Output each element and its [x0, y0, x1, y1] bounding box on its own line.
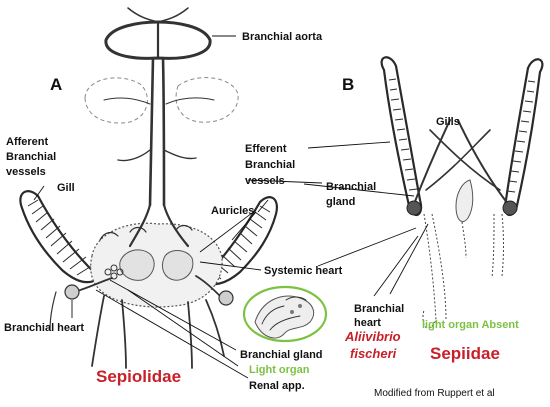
viscera-mass	[73, 203, 223, 308]
left-gill-b	[380, 56, 423, 217]
label-auricles: Auricles	[211, 205, 254, 217]
dashed-organ-outlines	[84, 77, 239, 124]
branchial-aorta-vessel	[104, 7, 212, 60]
label-efferent-line-2: Branchial	[245, 159, 295, 171]
text-labels: Branchial aorta A B Afferent Branchial v…	[4, 31, 519, 399]
panel-a-illustration	[19, 7, 278, 369]
label-branchial-heart-b-line-2: heart	[354, 317, 381, 329]
label-branchial-heart-b-line-1: Branchial	[354, 303, 404, 315]
label-branchial-aorta: Branchial aorta	[242, 31, 323, 43]
label-source-note: Modified from Ruppert et al	[374, 388, 495, 399]
label-branchial-heart-a: Branchial heart	[4, 322, 84, 334]
label-branchial-gland-a: Branchial gland	[240, 349, 323, 361]
label-panel-b: B	[342, 75, 354, 94]
branchial-hearts-a	[64, 284, 234, 306]
right-gill-b	[503, 58, 544, 217]
beaded-vessels-b	[422, 213, 504, 329]
label-afferent-line-1: Afferent	[6, 136, 49, 148]
label-renal-app: Renal app.	[249, 380, 305, 392]
label-gill-a: Gill	[57, 182, 75, 194]
left-gill	[19, 190, 102, 284]
panel-b-illustration	[380, 56, 544, 329]
label-panel-a: A	[50, 75, 62, 94]
label-branchial-gland-b-line-2: gland	[326, 196, 355, 208]
label-family-sepiidae: Sepiidae	[430, 344, 500, 363]
label-family-sepiolidae: Sepiolidae	[96, 367, 181, 386]
gill-vessels-b	[406, 119, 518, 222]
leader-lines	[33, 35, 429, 379]
label-light-organ-absent: light organ Absent	[422, 319, 519, 331]
label-bacterium-genus: Aliivibrio	[344, 329, 401, 344]
aorta-trunk	[117, 56, 197, 207]
label-systemic-heart: Systemic heart	[264, 265, 343, 277]
label-light-organ: Light organ	[249, 364, 310, 376]
light-organ-inset	[242, 285, 328, 343]
label-afferent-line-2: Branchial	[6, 151, 56, 163]
label-afferent-line-3: vessels	[6, 166, 46, 178]
label-efferent-line-1: Efferent	[245, 143, 287, 155]
label-gills-b: Gills	[436, 116, 460, 128]
label-branchial-gland-b-line-1: Branchial	[326, 181, 376, 193]
label-bacterium-species: fischeri	[350, 346, 397, 361]
descending-vessels-a	[49, 291, 225, 369]
label-efferent-line-3: vessels	[245, 175, 285, 187]
